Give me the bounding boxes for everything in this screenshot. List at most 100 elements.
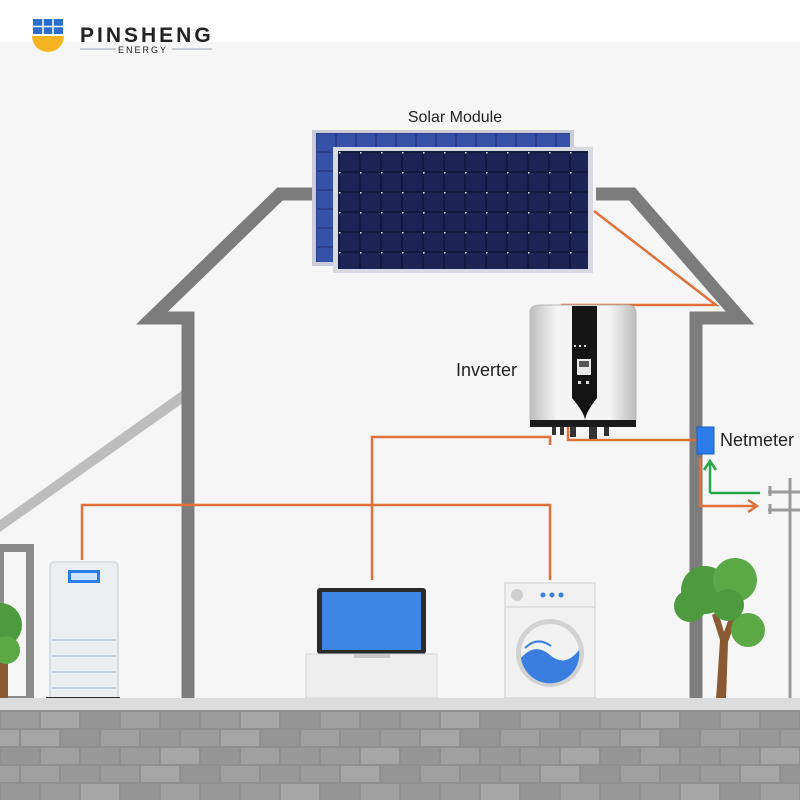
brick: [441, 712, 479, 728]
tree-icon: [0, 603, 22, 700]
brick: [721, 748, 759, 764]
brick: [541, 730, 579, 746]
brick: [301, 766, 339, 782]
brick: [641, 784, 679, 800]
brick: [141, 730, 179, 746]
utility-pole-icon: [768, 478, 800, 700]
brick: [621, 766, 659, 782]
brick: [401, 748, 439, 764]
brick: [161, 748, 199, 764]
brick: [381, 730, 419, 746]
brick: [441, 748, 479, 764]
brick: [141, 766, 179, 782]
brick: [121, 784, 159, 800]
brick: [561, 712, 599, 728]
brick: [381, 766, 419, 782]
brick: [1, 784, 39, 800]
brick: [161, 784, 199, 800]
brick: [241, 712, 279, 728]
brick: [361, 712, 399, 728]
brick: [341, 766, 379, 782]
brick: [81, 748, 119, 764]
brand-tagline: ENERGY: [118, 45, 168, 55]
brick: [681, 712, 719, 728]
brick: [561, 748, 599, 764]
brick: [361, 748, 399, 764]
brick: [101, 766, 139, 782]
brick: [541, 766, 579, 782]
brick: [601, 712, 639, 728]
grid-import-arrow: [702, 458, 760, 495]
brick: [261, 730, 299, 746]
tree-icon: [674, 558, 765, 700]
brick: [521, 748, 559, 764]
brick: [481, 784, 519, 800]
brick: [201, 712, 239, 728]
brick: [361, 784, 399, 800]
brick: [241, 748, 279, 764]
inverter-icon: [529, 304, 637, 439]
brick: [41, 712, 79, 728]
brick: [441, 784, 479, 800]
grid-export-arrow: [698, 458, 760, 514]
netmeter-label: Netmeter: [720, 430, 794, 450]
solar-panel-icon: [312, 130, 593, 273]
brick: [641, 748, 679, 764]
battery-icon: [46, 561, 120, 703]
washing-machine-icon: [504, 582, 596, 699]
brick: [781, 766, 800, 782]
brick: [561, 784, 599, 800]
brick: [41, 748, 79, 764]
brick: [461, 730, 499, 746]
laptop-icon: [305, 588, 438, 699]
brick: [481, 748, 519, 764]
brick: [281, 748, 319, 764]
brick: [421, 730, 459, 746]
brick: [1, 748, 39, 764]
brand-name: PINSHENG: [80, 24, 214, 47]
inverter-label: Inverter: [456, 360, 517, 380]
brick: [401, 712, 439, 728]
brick: [481, 712, 519, 728]
brick: [0, 730, 19, 746]
brick: [0, 766, 19, 782]
brick: [761, 748, 799, 764]
brick: [461, 766, 499, 782]
brick: [521, 784, 559, 800]
brick: [341, 730, 379, 746]
brick: [281, 784, 319, 800]
brick: [81, 784, 119, 800]
netmeter-icon: [696, 426, 715, 455]
brick: [121, 712, 159, 728]
ground: [0, 698, 800, 710]
brick: [401, 784, 439, 800]
brick: [241, 784, 279, 800]
brick: [121, 748, 159, 764]
brick: [321, 784, 359, 800]
brick: [21, 766, 59, 782]
brick: [61, 730, 99, 746]
brick: [741, 730, 779, 746]
brick: [321, 712, 359, 728]
brick: [581, 730, 619, 746]
brick: [161, 712, 199, 728]
brick: [761, 784, 799, 800]
house-outline: [135, 187, 755, 700]
brick: [321, 748, 359, 764]
brand-logo: PINSHENG ENERGY: [32, 19, 214, 55]
brick: [81, 712, 119, 728]
brick: [761, 712, 799, 728]
brick: [61, 766, 99, 782]
brick: [281, 712, 319, 728]
brick: [681, 784, 719, 800]
brick-wall: [0, 710, 800, 800]
brick: [621, 730, 659, 746]
brick: [221, 730, 259, 746]
brick: [701, 730, 739, 746]
brick: [181, 730, 219, 746]
brick: [501, 766, 539, 782]
brick: [721, 712, 759, 728]
brick: [521, 712, 559, 728]
